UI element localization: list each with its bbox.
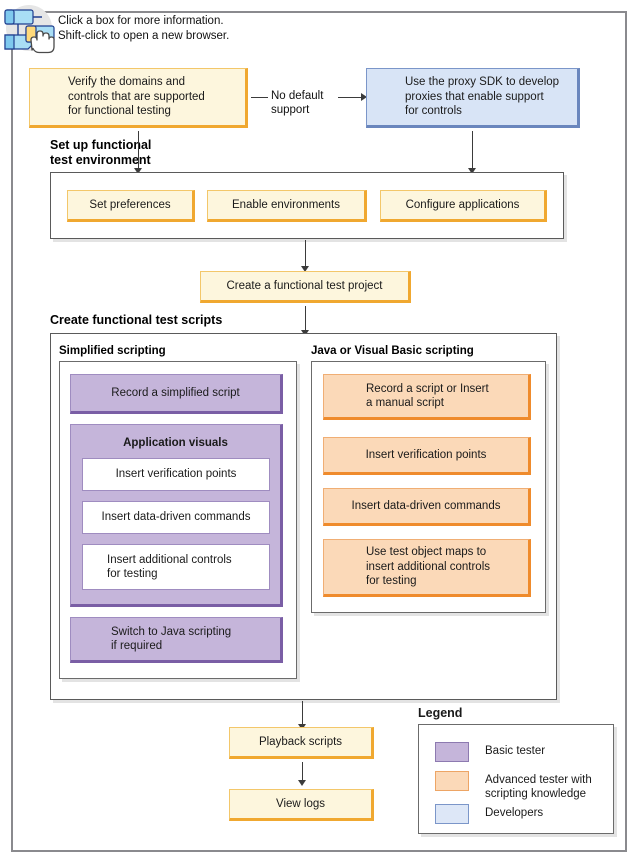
node-playback-scripts-label: Playback scripts	[258, 735, 343, 748]
legend-box: Basic tester Advanced tester with script…	[418, 724, 614, 834]
legend-item-developers: Developers	[435, 804, 543, 824]
node-insert-verification-points-java-label: Insert verification points	[365, 448, 487, 461]
node-enable-environments-label: Enable environments	[231, 198, 341, 211]
legend-item-advanced-tester: Advanced tester with scripting knowledge	[435, 771, 592, 801]
node-insert-verification-points-java[interactable]: Insert verification points	[323, 437, 531, 475]
node-proxy-sdk-label: Use the proxy SDK to develop proxies tha…	[405, 76, 560, 118]
edge-scripts-to-playback	[302, 701, 303, 727]
edge-verify-to-label	[251, 97, 268, 98]
legend-swatch-basic-tester	[435, 742, 469, 762]
subsection-title-simplified-scripting: Simplified scripting	[59, 345, 166, 357]
diagram-click-icon	[2, 2, 56, 54]
subsection-title-java-vb-scripting: Java or Visual Basic scripting	[311, 345, 474, 357]
node-record-simplified-script[interactable]: Record a simplified script	[70, 374, 283, 414]
edge-playback-to-logs	[302, 762, 303, 783]
node-record-simplified-script-label: Record a simplified script	[111, 386, 240, 399]
node-insert-data-driven-commands-simplified-label: Insert data-driven commands	[101, 511, 251, 524]
node-verify-domains[interactable]: Verify the domains and controls that are…	[29, 68, 248, 128]
section-title-setup-environment: Set up functional test environment	[50, 138, 152, 167]
edge-proxy-to-setup	[472, 131, 473, 170]
node-switch-to-java-label: Switch to Java scripting if required	[111, 625, 232, 653]
legend-swatch-developers	[435, 804, 469, 824]
group-application-visuals-label: Application visuals	[123, 437, 228, 449]
node-insert-additional-controls-simplified[interactable]: Insert additional controls for testing	[82, 544, 270, 590]
node-record-or-manual-script[interactable]: Record a script or Insert a manual scrip…	[323, 374, 531, 420]
node-test-object-maps-label: Use test object maps to insert additiona…	[366, 546, 491, 588]
node-test-object-maps[interactable]: Use test object maps to insert additiona…	[323, 539, 531, 597]
edge-setup-to-project	[305, 240, 306, 269]
node-view-logs-label: View logs	[275, 797, 325, 810]
edge-label-to-proxy	[338, 97, 362, 98]
hint-text: Click a box for more information. Shift-…	[58, 14, 298, 44]
legend-item-basic-tester: Basic tester	[435, 742, 545, 762]
node-insert-data-driven-commands-java-label: Insert data-driven commands	[351, 499, 501, 512]
node-create-project-label: Create a functional test project	[226, 279, 383, 292]
legend-label-basic-tester: Basic tester	[485, 745, 546, 757]
edge-verify-to-setup	[138, 131, 139, 170]
legend-label-developers: Developers	[485, 807, 544, 819]
node-view-logs[interactable]: View logs	[229, 789, 374, 821]
node-playback-scripts[interactable]: Playback scripts	[229, 727, 374, 759]
node-set-preferences[interactable]: Set preferences	[67, 190, 195, 222]
node-configure-applications-label: Configure applications	[405, 198, 520, 211]
edge-arrow-proxy-to-setup	[468, 168, 476, 174]
edge-arrow-to-proxy	[361, 93, 367, 101]
node-verify-domains-label: Verify the domains and controls that are…	[68, 76, 205, 118]
node-set-preferences-label: Set preferences	[89, 198, 171, 211]
node-switch-to-java[interactable]: Switch to Java scripting if required	[70, 617, 283, 663]
edge-arrow-setup-to-project	[301, 266, 309, 272]
section-title-create-scripts: Create functional test scripts	[50, 313, 223, 327]
legend-label-advanced-tester: Advanced tester with scripting knowledge	[485, 774, 592, 800]
legend-swatch-advanced-tester	[435, 771, 469, 791]
edge-label-no-default-support: No default support	[271, 90, 324, 116]
node-record-or-manual-script-label: Record a script or Insert a manual scrip…	[366, 382, 489, 410]
hint-line-1: Click a box for more information.	[58, 15, 224, 27]
edge-project-to-scripts	[305, 306, 306, 333]
node-proxy-sdk[interactable]: Use the proxy SDK to develop proxies tha…	[366, 68, 580, 128]
legend-title: Legend	[418, 706, 463, 720]
node-create-project[interactable]: Create a functional test project	[200, 271, 411, 303]
node-configure-applications[interactable]: Configure applications	[380, 190, 547, 222]
node-enable-environments[interactable]: Enable environments	[207, 190, 367, 222]
edge-arrow-playback-to-logs	[298, 780, 306, 786]
edge-arrow-verify-to-setup	[134, 168, 142, 174]
node-insert-additional-controls-simplified-label: Insert additional controls for testing	[107, 553, 232, 581]
node-insert-data-driven-commands-simplified[interactable]: Insert data-driven commands	[82, 501, 270, 534]
node-insert-verification-points-simplified-label: Insert verification points	[115, 468, 237, 481]
hint-line-2: Shift-click to open a new browser.	[58, 30, 230, 42]
node-insert-verification-points-simplified[interactable]: Insert verification points	[82, 458, 270, 491]
node-insert-data-driven-commands-java[interactable]: Insert data-driven commands	[323, 488, 531, 526]
